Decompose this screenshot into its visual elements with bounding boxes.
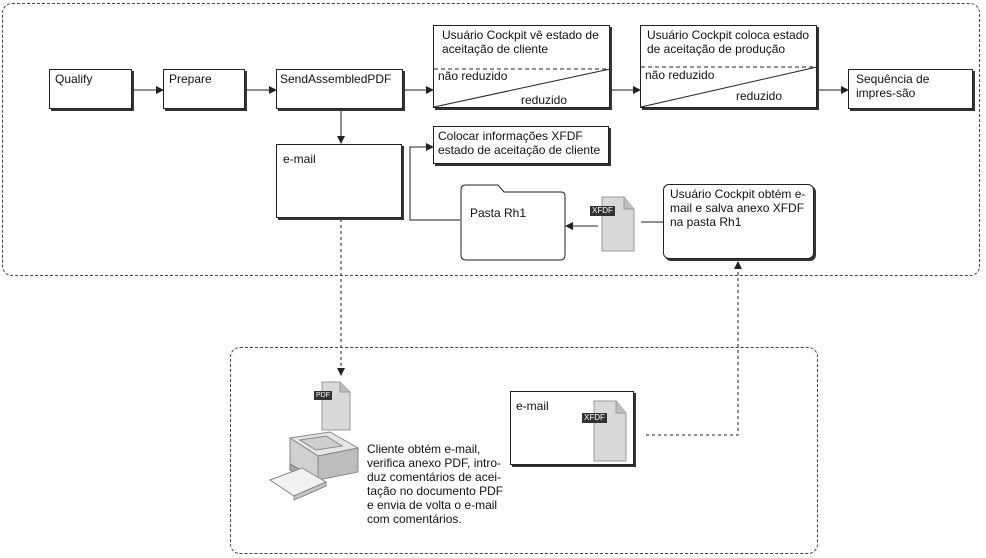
xfdf-document-shape bbox=[601, 196, 635, 252]
pdf-document-icon: PDF bbox=[312, 380, 352, 432]
email-top-box[interactable]: e-mail bbox=[276, 144, 402, 218]
production-reduced-label: reduzido bbox=[736, 89, 783, 103]
xfdf-info-box[interactable]: Colocar informações XFDF estado de aceit… bbox=[433, 126, 609, 164]
xfdf-attachment-shape bbox=[593, 400, 627, 462]
company-zone bbox=[2, 3, 980, 276]
cockpit-client-box[interactable]: Usuário Cockpit vê estado de aceitação d… bbox=[433, 25, 610, 108]
edge-folder-xfdf-info bbox=[409, 143, 460, 221]
cockpit-production-title: Usuário Cockpit coloca estado de aceitaç… bbox=[647, 28, 810, 56]
folder-label: Pasta Rh1 bbox=[470, 206, 527, 220]
xfdf-attachment-icon: XFDF bbox=[582, 399, 628, 463]
pdf-tag: PDF bbox=[314, 391, 332, 400]
client-zone bbox=[230, 347, 818, 554]
folder-pasta-rh1[interactable] bbox=[460, 182, 566, 262]
client-action-text: Cliente obtém e-mail, verifica anexo PDF… bbox=[367, 442, 504, 526]
pdf-document-shape bbox=[321, 381, 351, 431]
prepare-label: Prepare bbox=[169, 72, 212, 86]
client-not-reduced-label: não reduzido bbox=[438, 69, 508, 83]
qualify-label: Qualify bbox=[55, 72, 93, 86]
email-top-label: e-mail bbox=[283, 152, 316, 166]
xfdf-info-label: Colocar informações XFDF estado de aceit… bbox=[438, 129, 601, 157]
client-box-diagonal bbox=[433, 68, 611, 108]
folder-shape bbox=[460, 184, 566, 261]
xfdf-document-icon: XFDF bbox=[590, 195, 636, 253]
qualify-box[interactable]: Qualify bbox=[49, 69, 132, 109]
edge-client-email-return bbox=[646, 261, 742, 436]
print-sequence-label: Sequência de impres-são bbox=[856, 72, 930, 100]
xfdf-attachment-tag: XFDF bbox=[582, 413, 607, 423]
production-not-reduced-label: não reduzido bbox=[645, 68, 715, 82]
send-assembled-pdf-label: SendAssembledPDF bbox=[280, 72, 392, 86]
send-assembled-pdf-box[interactable]: SendAssembledPDF bbox=[276, 69, 403, 109]
client-reduced-label: reduzido bbox=[521, 93, 568, 107]
printer-icon bbox=[268, 431, 360, 501]
email-bottom-label: e-mail bbox=[516, 399, 549, 413]
print-sequence-box[interactable]: Sequência de impres-são bbox=[848, 69, 973, 109]
cockpit-client-title: Usuário Cockpit vê estado de aceitação d… bbox=[442, 28, 599, 56]
cockpit-gets-email-label: Usuário Cockpit obtém e-mail e salva ane… bbox=[670, 187, 806, 229]
production-box-diagonal bbox=[640, 66, 818, 108]
cockpit-production-box[interactable]: Usuário Cockpit coloca estado de aceitaç… bbox=[640, 25, 817, 108]
prepare-box[interactable]: Prepare bbox=[163, 69, 245, 109]
xfdf-tag: XFDF bbox=[590, 206, 615, 216]
cockpit-gets-email-box[interactable]: Usuário Cockpit obtém e-mail e salva ane… bbox=[663, 184, 814, 259]
